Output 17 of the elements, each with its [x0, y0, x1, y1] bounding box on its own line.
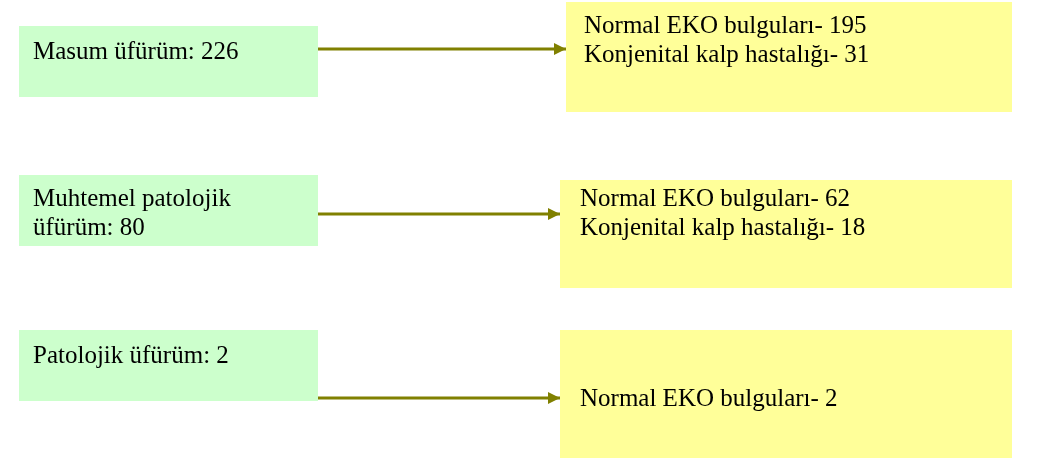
murmur-box: [19, 175, 318, 246]
murmur-box: [19, 330, 318, 401]
murmur-box: [19, 26, 318, 97]
result-box: [566, 2, 1012, 112]
box-text: Normal EKO bulguları- 2: [580, 383, 839, 412]
box-text: Masum üfürüm: 226: [33, 36, 240, 65]
box-text: Muhtemel patolojik üfürüm: 80: [33, 183, 232, 241]
arrow: [318, 43, 566, 55]
arrow: [318, 208, 560, 220]
arrow: [318, 392, 560, 404]
box-text: Normal EKO bulguları- 195: [584, 10, 868, 39]
box-text: Konjenital kalp hastalığı- 31: [584, 39, 871, 68]
box-text: Konjenital kalp hastalığı- 18: [580, 212, 867, 241]
box-text: Normal EKO bulguları- 62: [580, 183, 852, 212]
box-text: Patolojik üfürüm: 2: [33, 340, 230, 369]
result-box: [560, 330, 1012, 458]
result-box: [560, 180, 1012, 288]
